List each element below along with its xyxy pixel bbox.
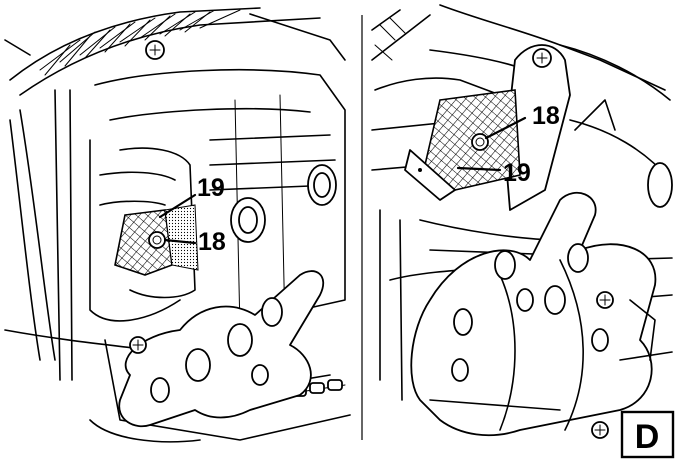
callout-18-right: 18 [532, 102, 560, 130]
leader-line-18-right [484, 116, 527, 140]
leader-line-19-right [456, 166, 502, 172]
leader-line-18-left [163, 238, 197, 245]
leader-line-19-left [158, 193, 197, 219]
figure-badge: D [620, 410, 675, 459]
figure-badge-letter: D [635, 418, 660, 456]
right-panel-illustration [371, 4, 673, 439]
callout-19-right: 19 [503, 159, 531, 187]
callout-18-left: 18 [198, 228, 226, 256]
left-panel-illustration [4, 7, 351, 443]
callout-19-left: 19 [197, 174, 225, 202]
